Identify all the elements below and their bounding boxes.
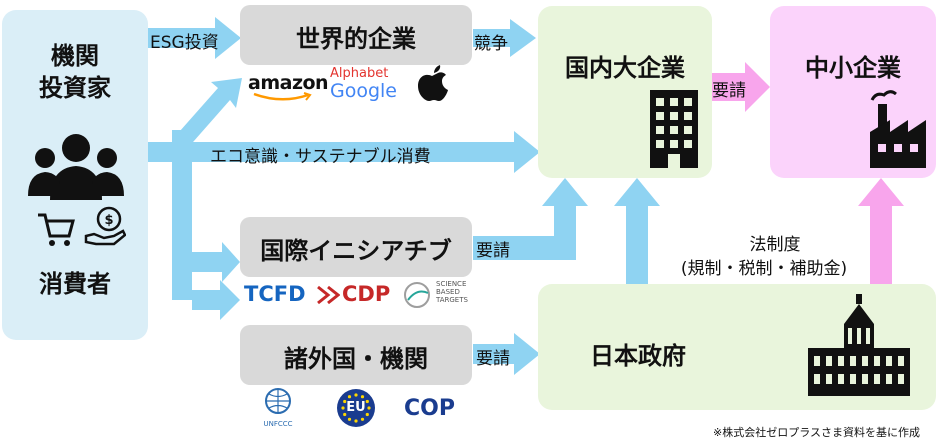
japan-government-box: 日本政府: [538, 284, 936, 410]
label-legal-system: 法制度: [749, 235, 801, 255]
label-eco-consumption: エコ意識・サステナブル消費: [210, 147, 431, 167]
arrow-competition: [473, 19, 536, 57]
label-competition: 競争: [474, 34, 508, 54]
arrow-initiative: [182, 242, 240, 282]
global-companies-title: 世界的企業: [296, 25, 416, 53]
arrow-diag-global: [172, 78, 242, 150]
sbt-text-2: BASED: [436, 288, 460, 296]
arrow-eco: [148, 131, 540, 173]
money-hand-icon: $: [84, 206, 126, 246]
cart-icon: [38, 213, 75, 246]
google-logo-text: Google: [330, 80, 398, 102]
investor-line1: 機関: [51, 42, 99, 70]
investor-line2: 投資家: [39, 74, 111, 102]
people-icon: [28, 134, 124, 200]
consumer-label: 消費者: [39, 270, 111, 298]
arrow-gov-domestic: [614, 178, 660, 286]
amazon-smile-icon: [253, 92, 312, 101]
unfccc-logo-text: UNFCCC: [263, 420, 293, 428]
sbt-logo-icon: [404, 282, 430, 308]
sbt-text-3: TARGETS: [436, 296, 468, 304]
factory-icon: [870, 90, 926, 168]
unfccc-logo-icon: [265, 388, 291, 414]
sme-title: 中小企業: [805, 54, 901, 82]
sbt-logo-text: SCIENCE BASED TARGETS: [436, 280, 468, 304]
label-regulation-tax-subsidy: (規制・税制・補助金): [680, 259, 848, 279]
arrow-request-sme: [712, 62, 770, 112]
alphabet-logo-text: Alphabet: [330, 66, 389, 81]
global-companies-box: 世界的企業: [240, 5, 472, 65]
international-initiative-title: 国際イニシアチブ: [260, 237, 452, 265]
cdp-mark-icon: [317, 285, 340, 305]
tcfd-logo-text: TCFD: [244, 282, 306, 306]
office-building-icon: [650, 90, 698, 168]
international-initiative-box: 国際イニシアチブ: [240, 217, 472, 277]
cop-logo-text: COP: [404, 396, 455, 421]
japan-government-title: 日本政府: [590, 342, 686, 370]
foreign-institutions-title: 諸外国・機関: [284, 345, 428, 373]
amazon-logo: amazon: [248, 72, 329, 101]
apple-logo-icon: [418, 65, 448, 101]
eu-logo-text: EU: [346, 400, 366, 415]
arrow-request-foreign: [473, 333, 540, 375]
cdp-logo-text: CDP: [342, 282, 391, 306]
label-request-initiative: 要請: [476, 241, 510, 261]
investor-consumer-box: 機関 投資家 $ 消費者: [2, 10, 148, 340]
sme-box: 中小企業: [770, 6, 936, 178]
arrow-trunk: [172, 130, 192, 300]
amazon-logo-text: amazon: [248, 72, 329, 94]
footnote: ※株式会社ゼロプラスさま資料を基に作成: [713, 426, 920, 439]
arrow-esg: [148, 17, 241, 59]
arrow-request-initiative: [473, 178, 588, 260]
domestic-companies-box: 国内大企業: [538, 6, 712, 178]
arrow-foreign: [172, 280, 240, 320]
eu-flag-icon: [337, 389, 375, 427]
arrow-gov-sme: [858, 178, 904, 286]
svg-text:$: $: [104, 213, 113, 228]
label-request-sme: 要請: [712, 81, 746, 101]
investor-label: 機関 投資家: [2, 40, 148, 104]
sbt-text-1: SCIENCE: [436, 280, 467, 288]
label-request-foreign: 要請: [476, 349, 510, 369]
domestic-companies-title: 国内大企業: [565, 54, 685, 82]
diet-building-icon: [808, 294, 910, 396]
foreign-institutions-box: 諸外国・機関: [240, 325, 472, 385]
label-esg-investment: ESG投資: [150, 33, 219, 53]
